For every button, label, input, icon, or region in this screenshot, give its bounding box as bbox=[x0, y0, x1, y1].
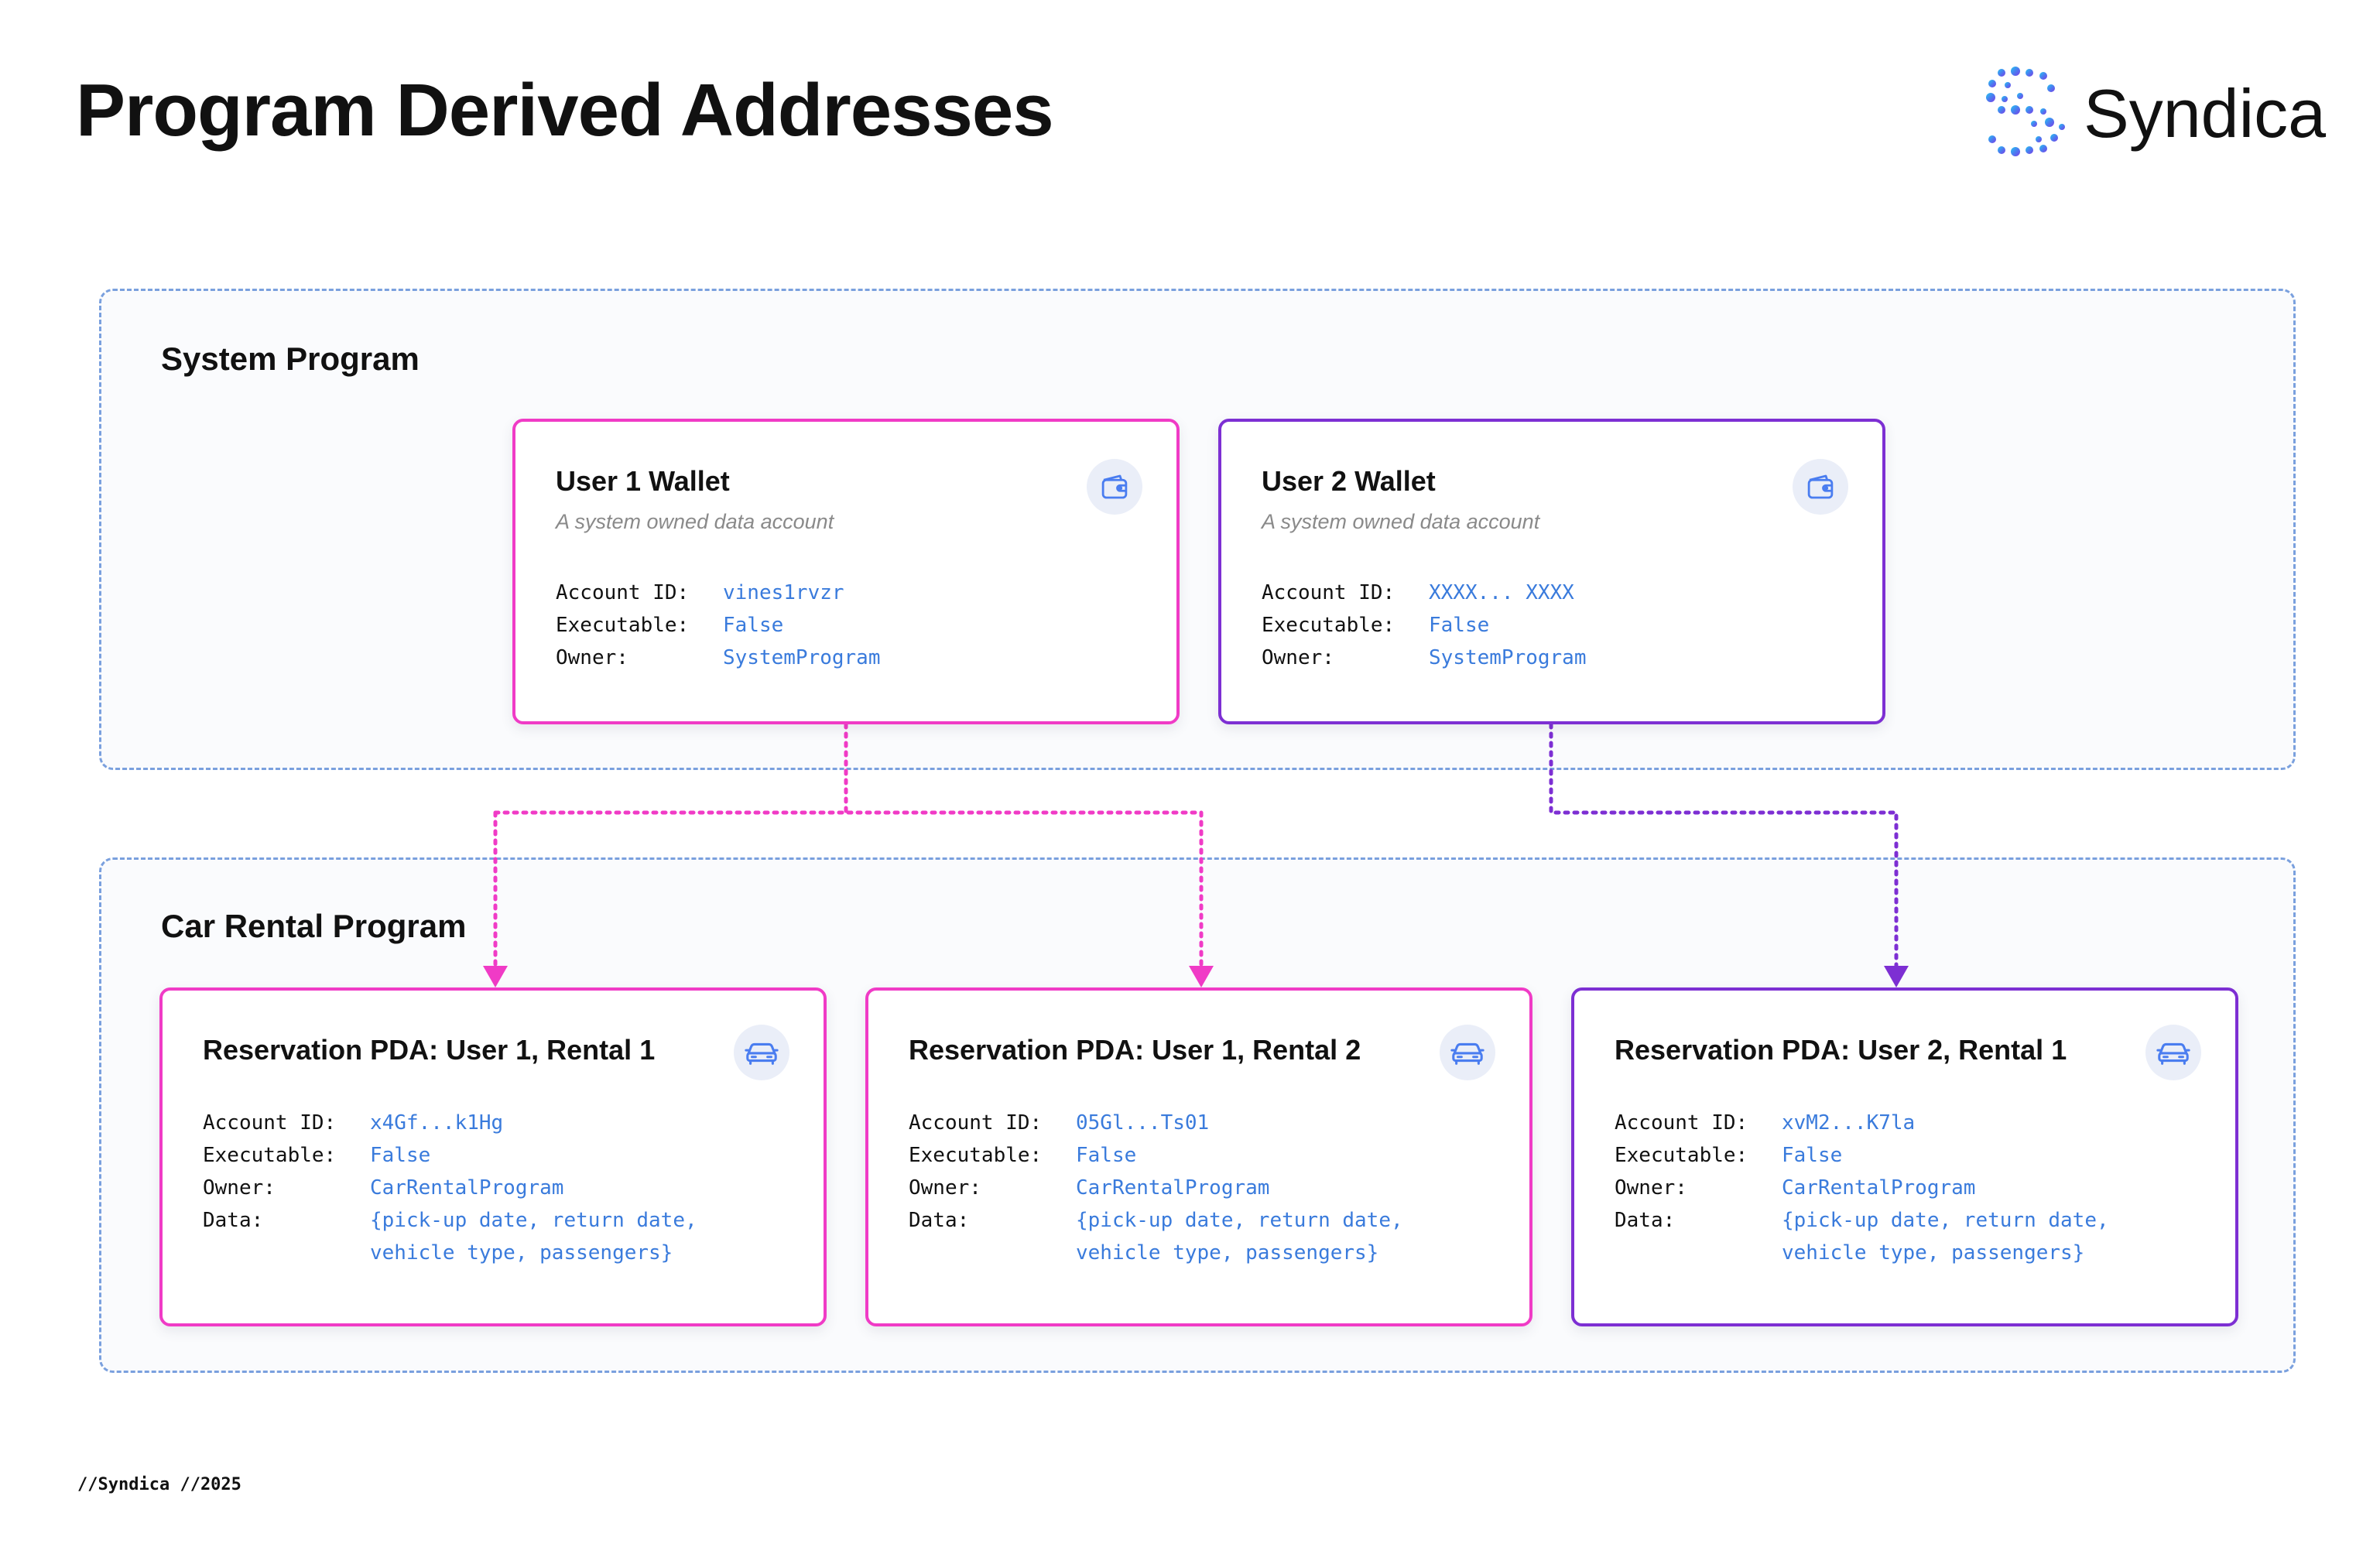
data-value-continued: vehicle type, passengers} bbox=[1076, 1241, 1379, 1265]
card-title: Reservation PDA: User 1, Rental 1 bbox=[203, 1034, 656, 1066]
brand-logo: Syndica bbox=[1984, 65, 2326, 158]
user2-wallet-card[interactable]: User 2 Wallet A system owned data accoun… bbox=[1218, 419, 1885, 724]
card-subtitle: A system owned data account bbox=[1262, 510, 1540, 533]
account-id-value: vines1rvzr bbox=[723, 581, 844, 604]
owner-value: SystemProgram bbox=[1429, 646, 1587, 669]
owner-value: CarRentalProgram bbox=[1782, 1176, 1976, 1200]
card-title: Reservation PDA: User 1, Rental 2 bbox=[909, 1034, 1361, 1066]
system-program-group bbox=[99, 289, 2296, 770]
field-label: Account ID: bbox=[909, 1111, 1043, 1135]
field-label: Executable: bbox=[1262, 614, 1395, 637]
wallet-icon bbox=[1087, 459, 1142, 515]
field-label: Executable: bbox=[203, 1144, 337, 1167]
car-icon bbox=[2145, 1025, 2201, 1080]
field-label: Account ID: bbox=[1615, 1111, 1748, 1135]
data-value-continued: vehicle type, passengers} bbox=[370, 1241, 673, 1265]
reservation-card-user1-rental2[interactable]: Reservation PDA: User 1, Rental 2 Accoun… bbox=[865, 987, 1532, 1326]
owner-value: CarRentalProgram bbox=[370, 1176, 564, 1200]
account-id-value: xvM2...K7la bbox=[1782, 1111, 1916, 1135]
car-icon bbox=[1440, 1025, 1495, 1080]
field-label: Data: bbox=[1615, 1209, 1676, 1232]
system-program-title: System Program bbox=[161, 341, 419, 377]
field-label: Owner: bbox=[203, 1176, 276, 1200]
user2-connector bbox=[1549, 722, 1899, 968]
brand-name: Syndica bbox=[2084, 75, 2327, 152]
arrowhead-reservation-2 bbox=[1189, 966, 1214, 987]
account-id-value: x4Gf...k1Hg bbox=[370, 1111, 504, 1135]
field-label: Owner: bbox=[909, 1176, 981, 1200]
footer-credit: //Syndica //2025 bbox=[77, 1475, 241, 1494]
data-value: {pick-up date, return date, bbox=[370, 1209, 697, 1232]
account-id-value: XXXX... XXXX bbox=[1429, 581, 1574, 604]
field-label: Account ID: bbox=[556, 581, 690, 604]
card-title: Reservation PDA: User 2, Rental 1 bbox=[1615, 1034, 2067, 1066]
card-subtitle: A system owned data account bbox=[556, 510, 834, 533]
card-title: User 2 Wallet bbox=[1262, 465, 1436, 497]
field-label: Data: bbox=[909, 1209, 970, 1232]
executable-value: False bbox=[1429, 614, 1490, 637]
data-value-continued: vehicle type, passengers} bbox=[1782, 1241, 2085, 1265]
executable-value: False bbox=[1782, 1144, 1843, 1167]
field-label: Data: bbox=[203, 1209, 264, 1232]
data-value: {pick-up date, return date, bbox=[1782, 1209, 2109, 1232]
field-label: Account ID: bbox=[1262, 581, 1395, 604]
car-rental-program-title: Car Rental Program bbox=[161, 908, 467, 944]
field-label: Owner: bbox=[556, 646, 628, 669]
user1-connector bbox=[493, 722, 1204, 968]
user1-wallet-card[interactable]: User 1 Wallet A system owned data accoun… bbox=[512, 419, 1180, 724]
field-label: Executable: bbox=[556, 614, 690, 637]
arrowhead-reservation-1 bbox=[483, 966, 508, 987]
field-label: Account ID: bbox=[203, 1111, 337, 1135]
field-label: Executable: bbox=[1615, 1144, 1748, 1167]
syndica-dot-logo-icon bbox=[1986, 67, 2065, 156]
field-label: Owner: bbox=[1262, 646, 1334, 669]
car-icon bbox=[734, 1025, 789, 1080]
executable-value: False bbox=[370, 1144, 431, 1167]
data-value: {pick-up date, return date, bbox=[1076, 1209, 1403, 1232]
account-id-value: 05Gl...Ts01 bbox=[1076, 1111, 1210, 1135]
executable-value: False bbox=[1076, 1144, 1137, 1167]
field-label: Executable: bbox=[909, 1144, 1043, 1167]
reservation-card-user1-rental1[interactable]: Reservation PDA: User 1, Rental 1 Accoun… bbox=[159, 987, 827, 1326]
arrowhead-reservation-3 bbox=[1884, 966, 1909, 987]
field-label: Owner: bbox=[1615, 1176, 1687, 1200]
reservation-card-user2-rental1[interactable]: Reservation PDA: User 2, Rental 1 Accoun… bbox=[1571, 987, 2238, 1326]
owner-value: SystemProgram bbox=[723, 646, 881, 669]
page-title: Program Derived Addresses bbox=[76, 69, 1054, 152]
owner-value: CarRentalProgram bbox=[1076, 1176, 1270, 1200]
executable-value: False bbox=[723, 614, 784, 637]
card-title: User 1 Wallet bbox=[556, 465, 730, 497]
wallet-icon bbox=[1793, 459, 1848, 515]
